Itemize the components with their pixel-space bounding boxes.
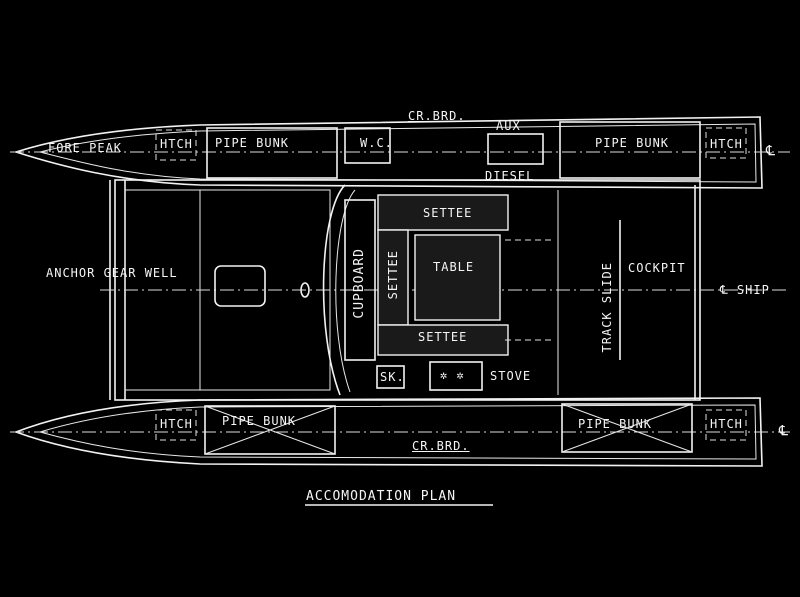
cabin-front-curve-inner — [335, 189, 356, 393]
fore-peak-label: FORE PEAK — [48, 141, 123, 155]
ship-centerline-label: ℄ SHIP — [720, 283, 770, 297]
settee-lower — [377, 324, 509, 356]
diesel-label: DIESEL — [485, 169, 535, 183]
settee-side — [377, 229, 409, 326]
anchor-well-hatch — [214, 265, 266, 307]
stove-unit — [429, 361, 483, 391]
wc-label: W.C. — [360, 136, 393, 150]
table-label: TABLE — [433, 260, 475, 274]
fwd-hatch-lower — [155, 409, 197, 441]
sink-label: SK. — [380, 370, 405, 384]
bunk-cross-4 — [561, 403, 693, 453]
bunk-cross-2 — [204, 405, 336, 455]
hull-centerline-upper-label: ℄ — [766, 143, 776, 159]
wc-compartment — [344, 127, 391, 164]
cockpit-label: COCKPIT — [628, 261, 686, 275]
hatch-label-lower-fwd: HTCH — [160, 417, 193, 431]
pipe-bunk-label-lower-aft: PIPE BUNK — [578, 417, 653, 431]
fwd-hatch-upper — [155, 129, 197, 161]
plan-title: ACCOMODATION PLAN — [306, 489, 457, 504]
cr-brd-label-upper: CR.BRD. — [408, 109, 466, 123]
sink-unit — [376, 365, 405, 389]
settee-label-side: SETTEE — [386, 250, 400, 300]
settee-label-upper: SETTEE — [423, 206, 473, 220]
aux-diesel-engine — [487, 133, 544, 165]
stove-burners: ✲ ✲ — [440, 368, 465, 382]
stove-label: STOVE — [490, 369, 532, 383]
pipe-bunk-label-upper-fwd: PIPE BUNK — [215, 136, 290, 150]
saloon-table — [414, 234, 501, 321]
mast-step — [300, 282, 310, 298]
aft-hatch-upper — [705, 127, 747, 159]
settee-label-lower: SETTEE — [418, 330, 468, 344]
hatch-label-lower-aft: HTCH — [710, 417, 743, 431]
aft-hatch-lower — [705, 409, 747, 441]
pipe-bunk-upper-fwd — [206, 127, 338, 179]
pipe-bunk-label-lower-fwd: PIPE BUNK — [222, 414, 297, 428]
hull-centerline-lower-label: ℄ — [779, 423, 789, 439]
anchor-gear-well-label: ANCHOR GEAR WELL — [46, 266, 178, 280]
pipe-bunk-upper-aft — [559, 121, 701, 179]
aux-label: AUX — [496, 119, 521, 133]
pipe-bunk-label-upper-aft: PIPE BUNK — [595, 136, 670, 150]
cr-brd-label-lower: CR.BRD. — [412, 439, 470, 453]
settee-upper — [377, 194, 509, 231]
pipe-bunk-lower-aft — [561, 403, 693, 453]
upper-hull-inner — [39, 123, 757, 183]
pipe-bunk-lower-fwd — [204, 405, 336, 455]
cupboard-label: CUPBOARD — [352, 248, 367, 319]
track-slide-label: TRACK SLIDE — [600, 262, 614, 353]
cupboard — [344, 199, 376, 361]
cabin-front-curve — [322, 184, 346, 396]
hatch-label-upper-aft: HTCH — [710, 137, 743, 151]
hatch-label-upper-fwd: HTCH — [160, 137, 193, 151]
